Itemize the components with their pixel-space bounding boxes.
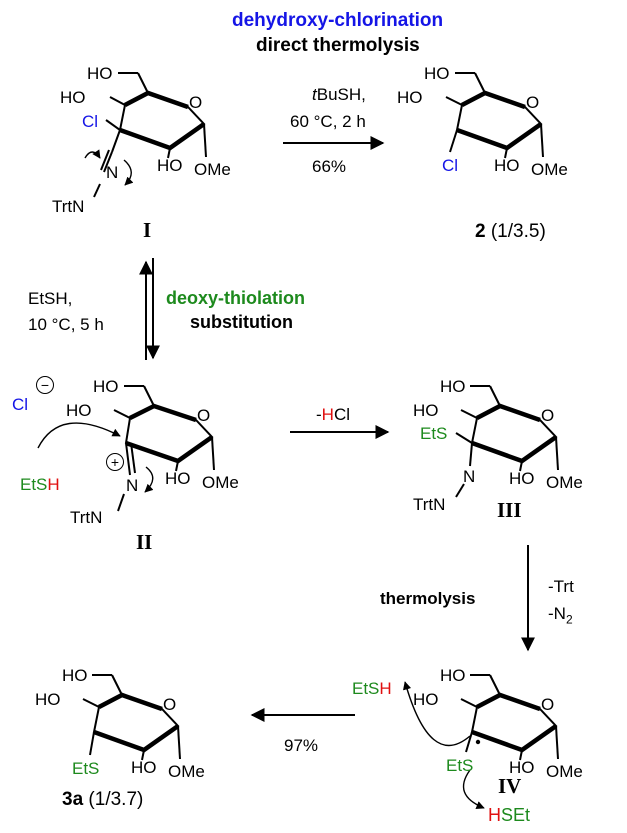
- compound-IV-bonds: [460, 674, 559, 761]
- c3a-ets: EtS: [72, 759, 100, 778]
- compound-I-label: I: [143, 218, 152, 242]
- compound-II-bonds: [113, 385, 215, 512]
- header-title-top: dehydroxy-chlorination: [232, 10, 444, 31]
- I-ring-o: O: [189, 93, 203, 112]
- II-ethanethiol: EtSH: [20, 476, 60, 493]
- c3a-ho-left: HO: [35, 690, 61, 709]
- II-ho-top: HO: [93, 377, 119, 396]
- compound-I-bonds: [93, 72, 207, 198]
- III-trtn: TrtN: [413, 495, 446, 514]
- III-n-upper: N: [463, 467, 476, 486]
- II-n-upper: N: [126, 476, 139, 495]
- compound-2-ratio: (1/3.5): [490, 221, 546, 242]
- I-ho-top: HO: [87, 64, 113, 83]
- I-ho-bottom: HO: [157, 156, 183, 175]
- compound-2-number: 2: [475, 221, 486, 242]
- compound-II-label: II: [136, 530, 153, 554]
- compound-2-bonds: [445, 72, 544, 159]
- c3a-ho-top: HO: [62, 666, 88, 685]
- II-cl-ion: Cl: [12, 395, 29, 414]
- compound-2-label: 2 (1/3.5): [475, 222, 546, 241]
- III-ho-left: HO: [413, 401, 439, 420]
- step1-reagent-rest: BuSH,: [316, 85, 366, 104]
- compound-IV-curly-arrows: [403, 681, 485, 810]
- step2-reagent: EtSH,: [28, 289, 73, 308]
- c2-ho-bottom: HO: [494, 156, 520, 175]
- c3a-ome: OMe: [168, 762, 205, 781]
- header-title-bottom: direct thermolysis: [256, 35, 420, 56]
- step2-label-top: deoxy-thiolation: [166, 288, 305, 308]
- I-trtn: TrtN: [52, 197, 85, 216]
- II-plus-charge: +: [106, 453, 124, 471]
- II-minus-charge: −: [36, 376, 54, 394]
- compound-III-label: III: [497, 498, 522, 522]
- compound-3a-number: 3a: [62, 789, 84, 810]
- compound-3a-bonds: [82, 674, 181, 761]
- c2-ho-top: HO: [424, 64, 450, 83]
- IV-hset: HSEt: [488, 806, 530, 824]
- IV-ome: OMe: [546, 762, 583, 781]
- III-ho-top: HO: [440, 377, 466, 396]
- c3a-ring-o: O: [163, 695, 177, 714]
- IV-ethanethiol: EtSH: [352, 680, 392, 697]
- IV-ho-left: HO: [413, 690, 439, 709]
- compound-III-bonds: [455, 385, 559, 498]
- step1-conditions: 60 °C, 2 h: [290, 112, 366, 131]
- step1-yield: 66%: [312, 157, 347, 176]
- step4-label: thermolysis: [380, 589, 476, 608]
- III-ring-o: O: [541, 406, 555, 425]
- step4-line2: -N2: [548, 605, 573, 625]
- c2-ome: OMe: [531, 160, 568, 179]
- step2-label-bottom: substitution: [190, 312, 293, 332]
- step5-yield: 97%: [284, 736, 319, 755]
- step3-prefix: -: [316, 405, 322, 424]
- step3-rest: Cl: [333, 405, 351, 424]
- c2-ho-left: HO: [397, 88, 423, 107]
- radical-dot: [475, 739, 481, 745]
- c2-cl: Cl: [442, 156, 459, 175]
- step1-reagent: tBuSH,: [312, 86, 366, 103]
- IV-ho-bottom: HO: [509, 758, 535, 777]
- c2-ring-o: O: [526, 93, 540, 112]
- compound-IV-label: IV: [498, 774, 522, 798]
- IV-hset-h: H: [488, 805, 501, 825]
- IV-ring-o: O: [541, 695, 555, 714]
- IV-hset-main: SEt: [501, 805, 531, 825]
- compound-I-curly-arrows: [84, 149, 134, 186]
- II-ethanethiol-main: EtS: [20, 475, 48, 494]
- step3-reagent: -HCl: [316, 406, 350, 423]
- step2-conditions: 10 °C, 5 h: [28, 315, 104, 334]
- II-trtn: TrtN: [70, 508, 103, 527]
- compound-3a-ratio: (1/3.7): [88, 789, 144, 810]
- step1-reagent-italic: t: [312, 85, 317, 104]
- step3-h: H: [321, 405, 334, 424]
- III-ets: EtS: [420, 424, 448, 443]
- I-n-upper: N: [106, 163, 119, 182]
- III-ho-bottom: HO: [509, 469, 535, 488]
- step4-line2-main: -N: [548, 604, 566, 623]
- I-cl: Cl: [82, 112, 99, 131]
- II-ring-o: O: [197, 406, 211, 425]
- compound-3a-label: 3a (1/3.7): [62, 790, 143, 809]
- III-ome: OMe: [546, 473, 583, 492]
- IV-ethanethiol-main: EtS: [352, 679, 380, 698]
- compound-II-curly-arrows: [37, 422, 154, 493]
- IV-ets: EtS: [446, 756, 474, 775]
- IV-ho-top: HO: [440, 666, 466, 685]
- step4-line2-sub: 2: [565, 612, 573, 627]
- IV-ethanethiol-h: H: [379, 679, 392, 698]
- II-ho-left: HO: [66, 401, 92, 420]
- II-ho-bottom: HO: [165, 469, 191, 488]
- I-ome: OMe: [194, 160, 231, 179]
- I-ho-left: HO: [60, 88, 86, 107]
- c3a-ho-bottom: HO: [131, 758, 157, 777]
- II-ome: OMe: [202, 473, 239, 492]
- II-ethanethiol-h: H: [47, 475, 60, 494]
- step4-line1: -Trt: [548, 577, 574, 596]
